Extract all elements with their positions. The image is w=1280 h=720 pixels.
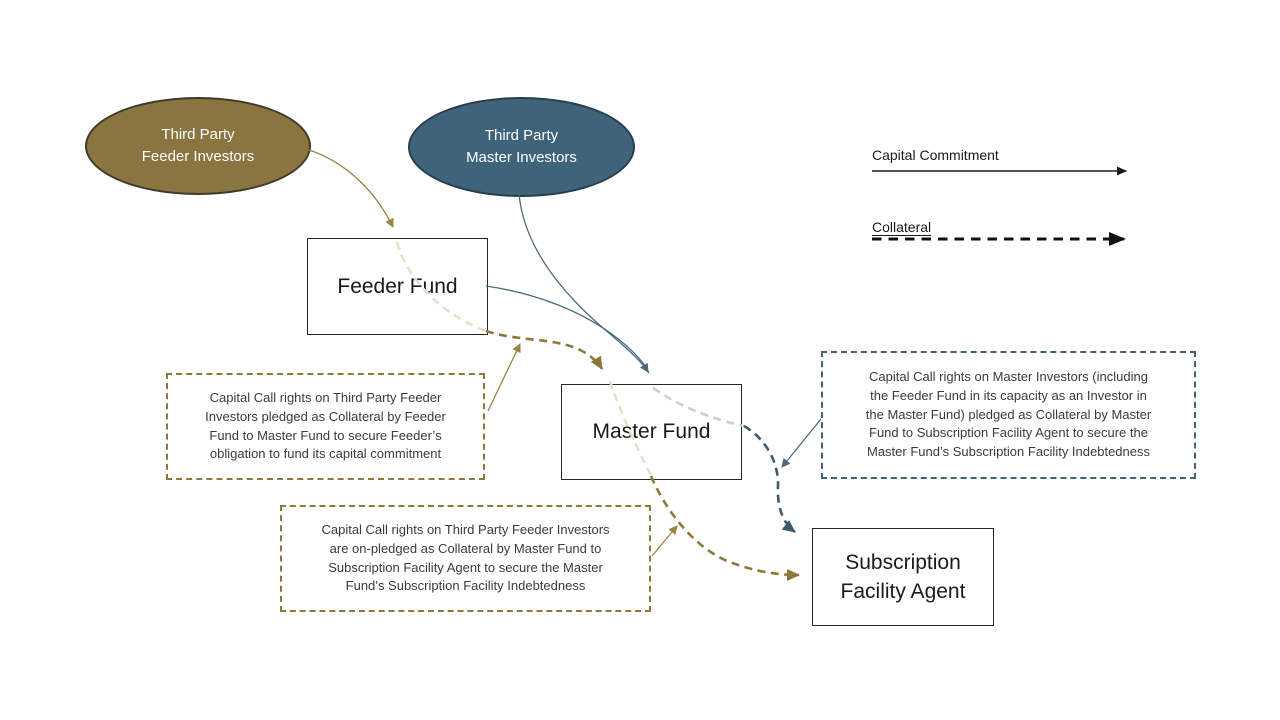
legend-capital-commitment-label: Capital Commitment xyxy=(872,147,999,163)
capital-commitment-arrow-master-investors xyxy=(518,193,649,373)
on-pledge-text: Capital Call rights on Third Party Feede… xyxy=(321,521,610,594)
master-fund-label: Master Fund xyxy=(592,420,711,444)
master-investors-ellipse: Third Party Master Investors xyxy=(408,97,635,197)
legend-collateral-label: Collateral xyxy=(872,219,932,235)
collateral-arrow-master-to-agent-blue xyxy=(743,424,796,534)
capital-commitment-arrow-feeder xyxy=(308,149,394,228)
collateral-arrow-master-to-agent-gold xyxy=(649,475,800,581)
feeder-investors-label: Third Party Feeder Investors xyxy=(141,126,255,165)
master-pledge-callout: Capital Call rights on Master Investors … xyxy=(821,351,1196,479)
feeder-pledge-text: Capital Call rights on Third Party Feede… xyxy=(205,389,446,462)
feeder-fund-box: Feeder Fund xyxy=(307,238,488,335)
on-pledge-callout: Capital Call rights on Third Party Feede… xyxy=(280,505,651,612)
callout-connector-feeder-pledge xyxy=(487,343,521,412)
callout-connector-master-pledge xyxy=(781,418,822,468)
master-pledge-text: Capital Call rights on Master Investors … xyxy=(865,368,1152,460)
subscription-facility-agent-box: Subscription Facility Agent xyxy=(812,528,994,626)
feeder-fund-label: Feeder Fund xyxy=(337,274,458,298)
master-fund-box: Master Fund xyxy=(561,384,742,480)
callout-connector-on-pledge xyxy=(651,525,678,557)
feeder-pledge-callout: Capital Call rights on Third Party Feede… xyxy=(166,373,485,480)
capital-commitment-arrow-feeder-fund xyxy=(485,285,650,374)
subscription-facility-agent-label: Subscription Facility Agent xyxy=(840,550,966,603)
master-investors-label: Third Party Master Investors xyxy=(466,127,577,166)
collateral-arrow-feeder-to-master xyxy=(485,329,604,370)
feeder-investors-ellipse: Third Party Feeder Investors xyxy=(85,97,311,195)
